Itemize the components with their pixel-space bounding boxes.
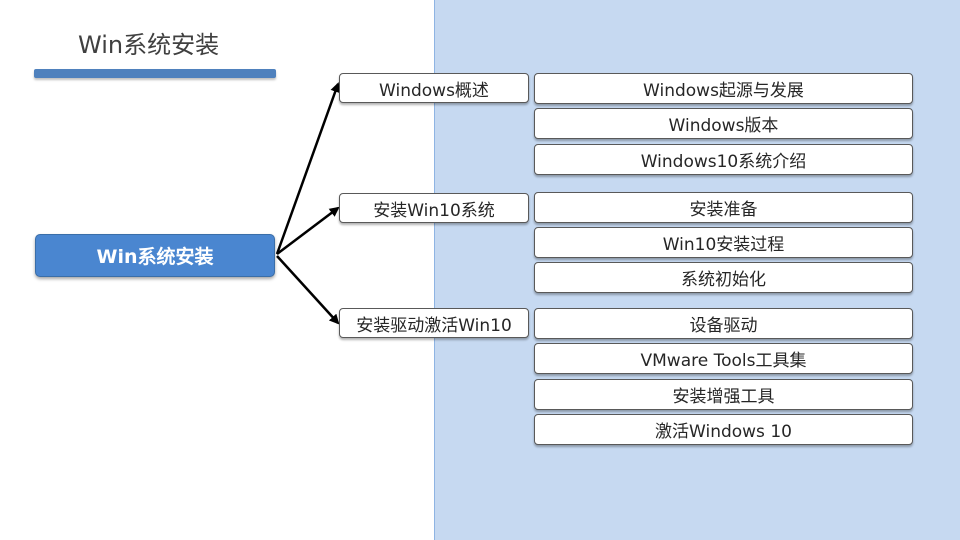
leaf-install-prep[interactable]: 安装准备 — [534, 192, 913, 223]
leaf-windows-versions[interactable]: Windows版本 — [534, 108, 913, 139]
arrow-to-branch-2 — [276, 206, 340, 255]
leaf-activate-windows10[interactable]: 激活Windows 10 — [534, 414, 913, 445]
root-node[interactable]: Win系统安装 — [35, 234, 275, 277]
branch-windows-overview[interactable]: Windows概述 — [339, 73, 529, 103]
arrow-to-branch-3 — [276, 255, 340, 325]
title-underline — [34, 69, 276, 78]
arrow-to-branch-1 — [275, 82, 341, 255]
branch-drivers-activation[interactable]: 安装驱动激活Win10 — [339, 308, 529, 338]
slide-title: Win系统安装 — [78, 31, 220, 59]
leaf-windows10-intro[interactable]: Windows10系统介绍 — [534, 144, 913, 175]
leaf-device-drivers[interactable]: 设备驱动 — [534, 308, 913, 339]
leaf-vmware-tools[interactable]: VMware Tools工具集 — [534, 343, 913, 374]
leaf-system-init[interactable]: 系统初始化 — [534, 262, 913, 293]
branch-install-win10[interactable]: 安装Win10系统 — [339, 193, 529, 223]
leaf-install-process[interactable]: Win10安装过程 — [534, 227, 913, 258]
leaf-windows-origin[interactable]: Windows起源与发展 — [534, 73, 913, 104]
leaf-enhancement-tools[interactable]: 安装增强工具 — [534, 379, 913, 410]
